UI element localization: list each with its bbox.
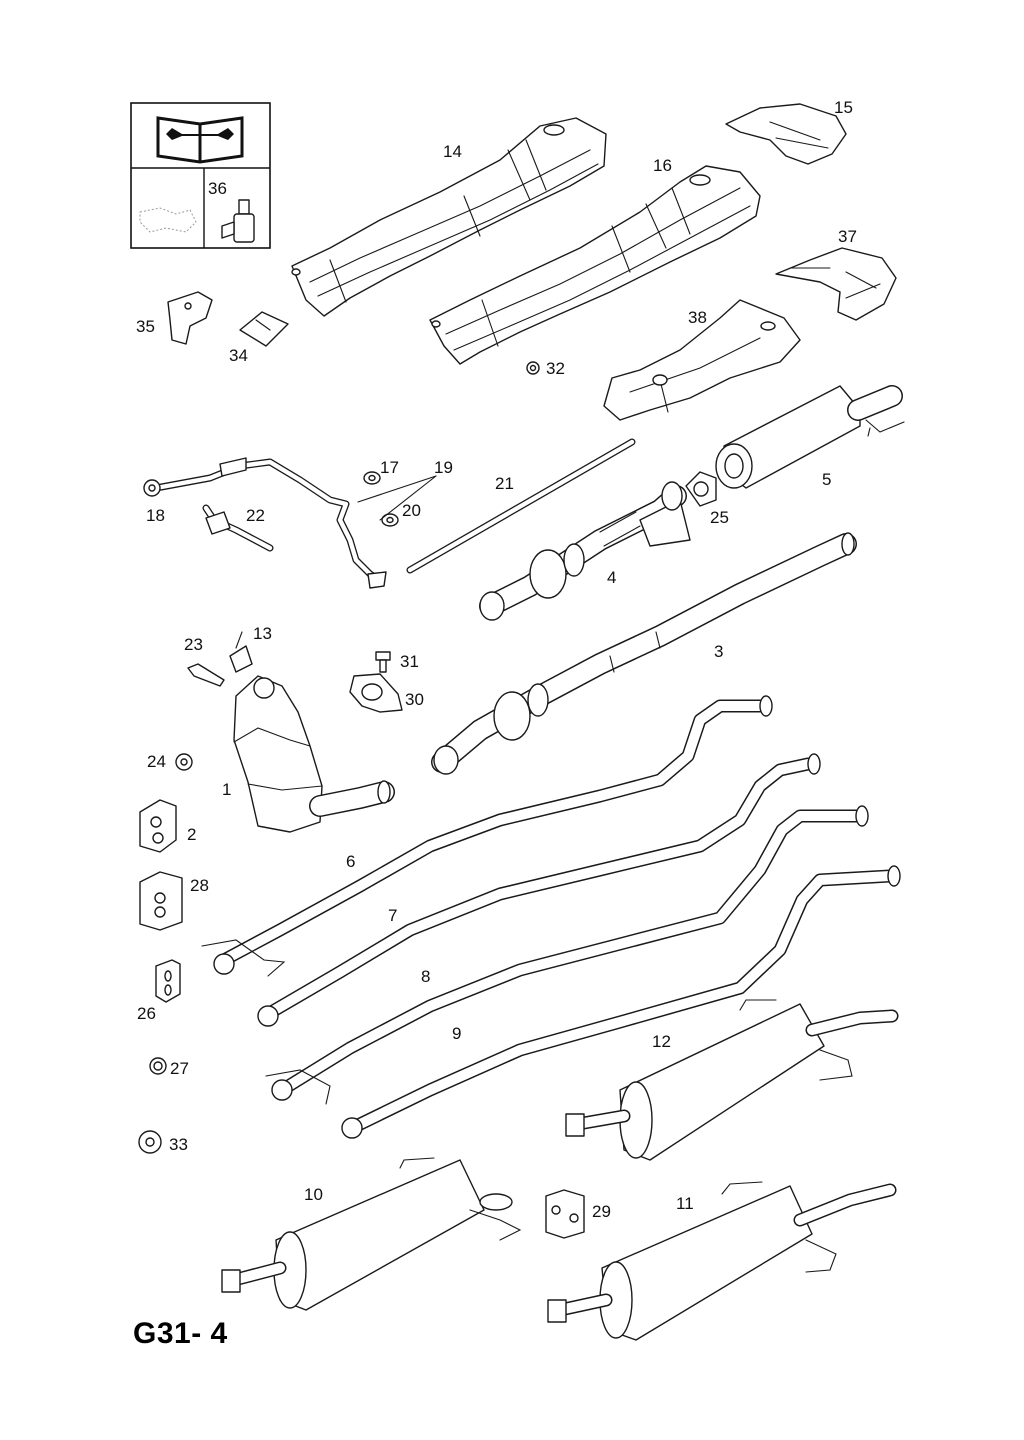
label-26: 26	[137, 1004, 156, 1023]
bracket-13	[229, 631, 253, 673]
heat-shield-38	[603, 299, 801, 421]
catalytic-converter-1	[233, 675, 395, 833]
clip-34	[239, 311, 289, 347]
rubber-mount-28	[139, 871, 183, 931]
intermediate-pipe-8	[265, 805, 869, 1105]
label-10: 10	[304, 1185, 323, 1204]
label-7: 7	[388, 906, 398, 925]
label-19: 19	[434, 458, 453, 477]
bolt-31	[375, 651, 391, 673]
label-21: 21	[495, 474, 514, 493]
label-34: 34	[229, 346, 248, 365]
label-31: 31	[400, 652, 419, 671]
label-1: 1	[222, 780, 232, 799]
rear-muffler-10	[221, 1157, 522, 1311]
repair-manual-book-icon	[156, 116, 244, 164]
intermediate-pipe-7	[257, 753, 821, 1027]
rear-muffler-12	[565, 999, 899, 1161]
rod-21	[406, 438, 636, 574]
label-35: 35	[136, 317, 155, 336]
leader-19	[357, 475, 437, 521]
label-3: 3	[714, 642, 724, 661]
label-37: 37	[838, 227, 857, 246]
nut-24	[175, 753, 193, 771]
label-16: 16	[653, 156, 672, 175]
label-32: 32	[546, 359, 565, 378]
label-11: 11	[676, 1194, 694, 1213]
label-25: 25	[710, 508, 729, 527]
label-13: 13	[253, 624, 272, 643]
clamp-30	[349, 673, 403, 713]
center-muffler-5	[715, 385, 905, 489]
label-23: 23	[184, 635, 203, 654]
label-22: 22	[246, 506, 265, 525]
heat-shield-rear	[429, 165, 761, 365]
intermediate-pipe-6	[201, 695, 773, 977]
info-box-label-36: 36	[208, 179, 227, 198]
clamp-17	[363, 471, 381, 485]
intermediate-pipe-9	[341, 865, 901, 1139]
gasket-outline-icon	[139, 207, 197, 233]
label-2: 2	[187, 825, 197, 844]
label-6: 6	[346, 852, 356, 871]
bolt-23	[187, 663, 225, 687]
gasket-25	[685, 471, 717, 507]
label-5: 5	[822, 470, 832, 489]
bracket-35	[167, 291, 213, 345]
pressure-pipe-18	[143, 457, 387, 589]
rubber-mount-26	[155, 959, 181, 1003]
label-33: 33	[169, 1135, 188, 1154]
label-24: 24	[147, 752, 166, 771]
label-8: 8	[421, 967, 431, 986]
ring-27	[149, 1057, 167, 1075]
label-17: 17	[380, 458, 399, 477]
heat-shield-37	[775, 247, 897, 321]
heat-shield-front	[291, 117, 607, 317]
page-code: G31- 4	[133, 1317, 228, 1350]
label-15: 15	[834, 98, 853, 117]
label-38: 38	[688, 308, 707, 327]
clamp-20	[381, 513, 399, 527]
front-pipe-catalyst-4	[479, 481, 691, 621]
label-30: 30	[405, 690, 424, 709]
label-4: 4	[607, 568, 617, 587]
label-9: 9	[452, 1024, 462, 1043]
rubber-mount-2	[139, 799, 177, 853]
rubber-mount-29	[545, 1189, 585, 1239]
nut-32	[526, 361, 540, 375]
label-27: 27	[170, 1059, 189, 1078]
rear-muffler-11	[547, 1181, 897, 1341]
front-pipe-3	[431, 532, 857, 775]
nut-33	[138, 1130, 162, 1154]
label-29: 29	[592, 1202, 611, 1221]
fitting-22	[202, 504, 274, 552]
label-28: 28	[190, 876, 209, 895]
label-18: 18	[146, 506, 165, 525]
label-12: 12	[652, 1032, 671, 1051]
label-14: 14	[443, 142, 462, 161]
sealant-tube-icon	[221, 199, 255, 243]
label-20: 20	[402, 501, 421, 520]
heat-shield-bracket-15	[725, 103, 847, 165]
info-box	[130, 102, 271, 249]
